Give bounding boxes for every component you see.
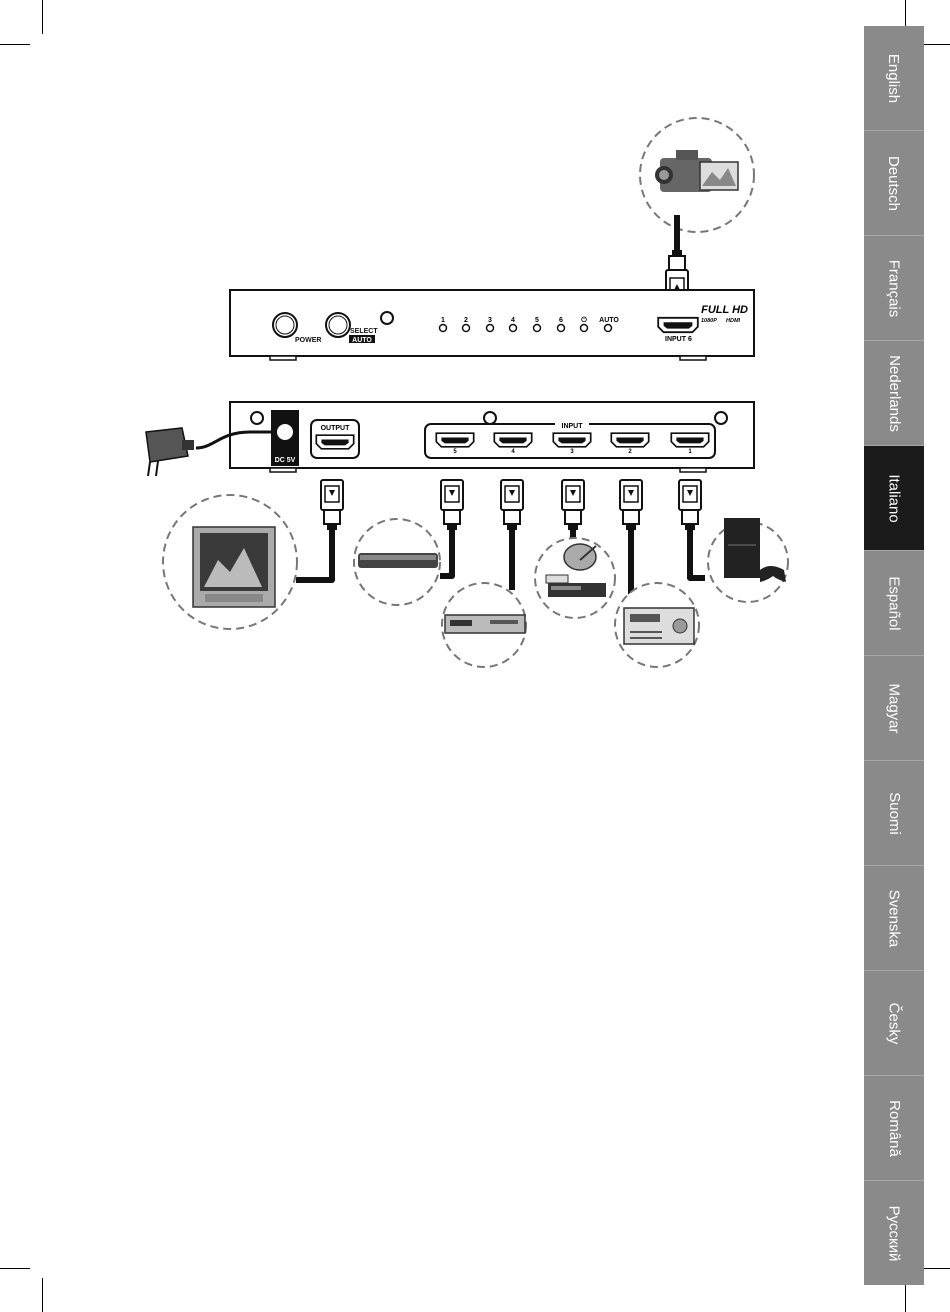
hdmi-plug-icon	[441, 480, 463, 530]
select-button[interactable]	[326, 313, 350, 337]
full-hd-logo: FULL HD	[701, 304, 748, 316]
screw-icon	[251, 412, 263, 424]
resolution-logo: 1080P	[701, 318, 717, 324]
game-console-icon	[708, 518, 788, 602]
switch-front-panel: POWER SELECT AUTO 1 2 3 4 5 6 ⏻ AUTO FUL…	[230, 290, 754, 360]
hdmi-port-output[interactable]	[316, 435, 353, 449]
led-label: 2	[464, 317, 468, 324]
led-label: AUTO	[599, 317, 619, 324]
television-icon	[163, 495, 297, 629]
hdmi-port-input6[interactable]	[658, 318, 698, 332]
switch-back-panel: DC 5V OUTPUT INPUT 5 4 3 2 1	[230, 402, 754, 472]
hdmi-plug-icon	[562, 480, 584, 530]
hdmi-logo: HDMI	[726, 318, 741, 324]
hdmi-plug-icon	[679, 480, 701, 530]
av-receiver-icon	[615, 583, 699, 667]
led-label: ⏻	[581, 316, 587, 324]
screw-icon	[715, 412, 727, 424]
satellite-receiver-icon	[535, 538, 615, 618]
hdmi-plug-icon	[620, 480, 642, 530]
input-label: INPUT	[562, 423, 584, 430]
input6-label: INPUT 6	[665, 336, 692, 343]
dc-label: DC 5V	[275, 457, 296, 464]
select-label: SELECT	[350, 328, 378, 335]
hdmi-port-input2[interactable]	[611, 433, 648, 447]
led-label: 3	[488, 317, 492, 324]
ir-sensor	[381, 312, 393, 324]
led-label: 4	[511, 317, 515, 324]
screw-icon	[484, 412, 496, 424]
hdmi-port-input5[interactable]	[436, 433, 473, 447]
led-label: 5	[535, 317, 539, 324]
led-label: 6	[559, 317, 563, 324]
hdmi-port-input4[interactable]	[494, 433, 531, 447]
bluray-player-icon	[354, 519, 440, 605]
camcorder-icon	[640, 118, 754, 232]
auto-button-label: AUTO	[352, 337, 372, 344]
hdmi-plug-icon	[321, 480, 343, 530]
output-label: OUTPUT	[321, 425, 351, 432]
hdmi-plug-icon	[501, 480, 523, 530]
power-label: POWER	[295, 337, 321, 344]
power-button[interactable]	[273, 313, 297, 337]
hdmi-port-input1[interactable]	[671, 433, 708, 447]
hdmi-port-input3[interactable]	[553, 433, 590, 447]
dvd-recorder-icon	[442, 583, 526, 667]
led-label: 1	[441, 317, 445, 324]
dc-power-port[interactable]	[276, 423, 294, 441]
